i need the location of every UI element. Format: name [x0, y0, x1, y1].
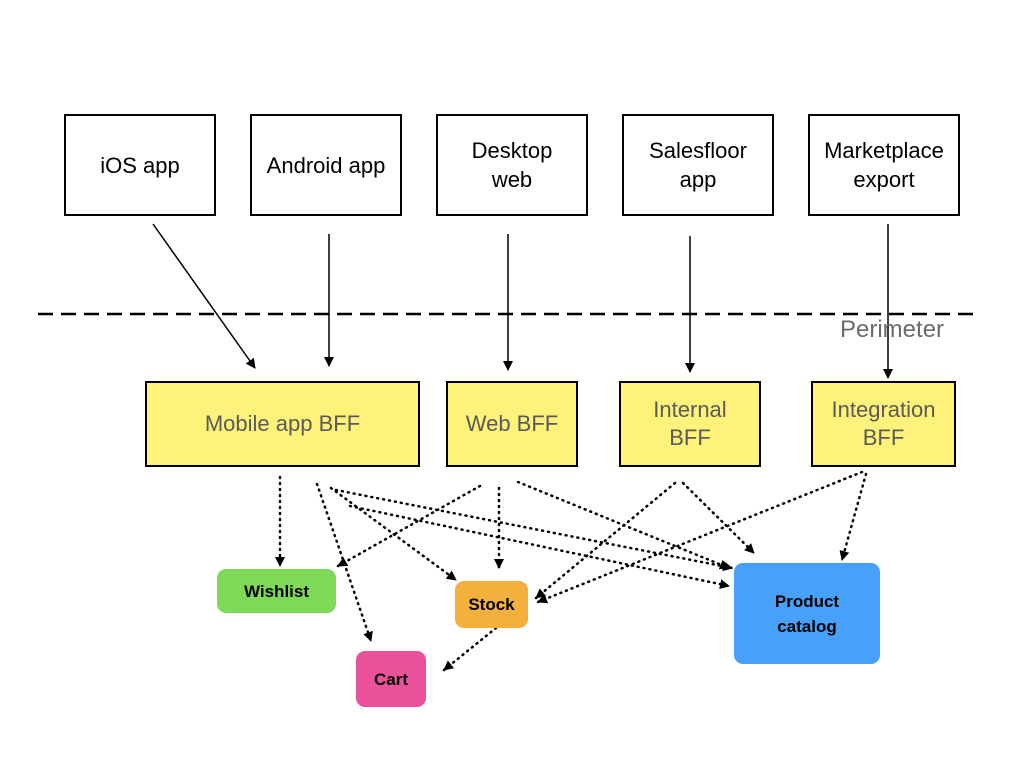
cart-service-node: Cart — [356, 651, 426, 707]
salesfloor-app-node: Salesfloor app — [622, 114, 774, 216]
edge-web-bff-to-wishlist — [336, 484, 482, 568]
ios-app-node: iOS app — [64, 114, 216, 216]
integration-bff-node: Integration BFF — [811, 381, 956, 467]
edge-internal-bff-to-stock — [534, 481, 677, 600]
edge-ios-to-mobile-bff — [152, 223, 256, 369]
edge-integration-bff-to-catalog — [839, 472, 868, 562]
mobile-app-bff-node: Mobile app BFF — [145, 381, 420, 467]
marketplace-export-node: Marketplace export — [808, 114, 960, 216]
edge-stock-to-cart — [442, 626, 498, 672]
internal-bff-node: Internal BFF — [619, 381, 761, 467]
desktop-web-node: Desktop web — [436, 114, 588, 216]
edge-mobile-bff-to-stock — [329, 486, 458, 582]
edge-mobile-bff-to-catalog-b — [348, 504, 731, 590]
android-app-node: Android app — [250, 114, 402, 216]
edge-internal-bff-to-catalog — [681, 481, 756, 555]
edge-mobile-bff-to-catalog-a — [334, 488, 734, 572]
wishlist-service-node: Wishlist — [217, 569, 336, 613]
product-catalog-service-node: Product catalog — [734, 563, 880, 664]
edge-integration-bff-to-stock — [536, 470, 864, 604]
perimeter-label: Perimeter — [840, 316, 945, 343]
stock-service-node: Stock — [455, 581, 528, 628]
web-bff-node: Web BFF — [446, 381, 578, 467]
